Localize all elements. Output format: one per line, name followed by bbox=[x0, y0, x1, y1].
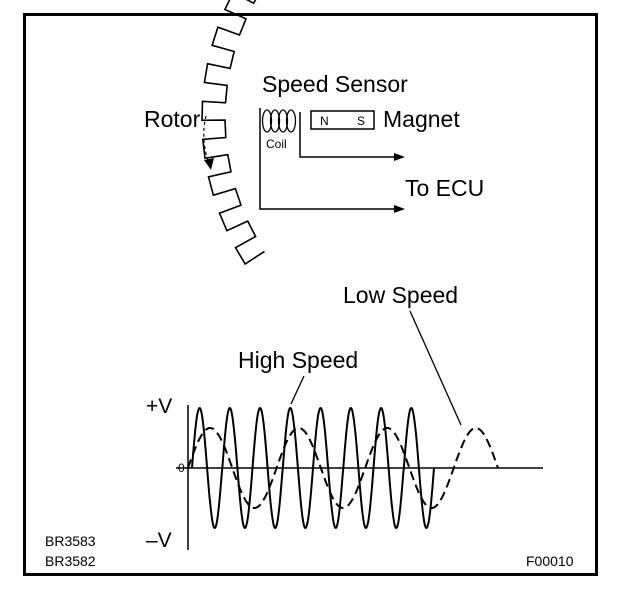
wire-arrow-lower bbox=[394, 205, 405, 213]
coil-label: Coil bbox=[266, 137, 287, 151]
magnet-north-label: N bbox=[320, 114, 329, 128]
minus-v-label: –V bbox=[146, 529, 172, 552]
rotation-arrow bbox=[203, 115, 211, 167]
high-speed-label: High Speed bbox=[238, 347, 358, 373]
zero-label: 0 bbox=[178, 461, 185, 475]
low-speed-waveform bbox=[187, 427, 499, 510]
magnet-south-label: S bbox=[357, 114, 365, 128]
speed-sensor-label: Speed Sensor bbox=[262, 71, 408, 97]
rotor-label: Rotor bbox=[144, 106, 201, 132]
figure-frame bbox=[23, 13, 598, 576]
magnet-label: Magnet bbox=[383, 106, 460, 132]
to-ecu-label: To ECU bbox=[405, 175, 484, 201]
ecu-wires bbox=[259, 108, 396, 210]
low-speed-label: Low Speed bbox=[343, 282, 458, 308]
magnet-body bbox=[310, 110, 375, 130]
figure-code-1: BR3583 bbox=[45, 533, 96, 549]
high-speed-waveform bbox=[191, 407, 435, 529]
plus-v-label: +V bbox=[146, 395, 172, 418]
coil-icon bbox=[261, 109, 297, 133]
wire-arrow-upper bbox=[394, 153, 405, 161]
figure-code-2: BR3582 bbox=[45, 553, 96, 569]
figure-code-3: F00010 bbox=[526, 553, 574, 569]
high-speed-leader bbox=[290, 375, 305, 405]
low-speed-leader bbox=[409, 310, 462, 426]
rotation-arrow-head bbox=[204, 158, 214, 170]
rotor-teeth bbox=[201, 0, 265, 266]
